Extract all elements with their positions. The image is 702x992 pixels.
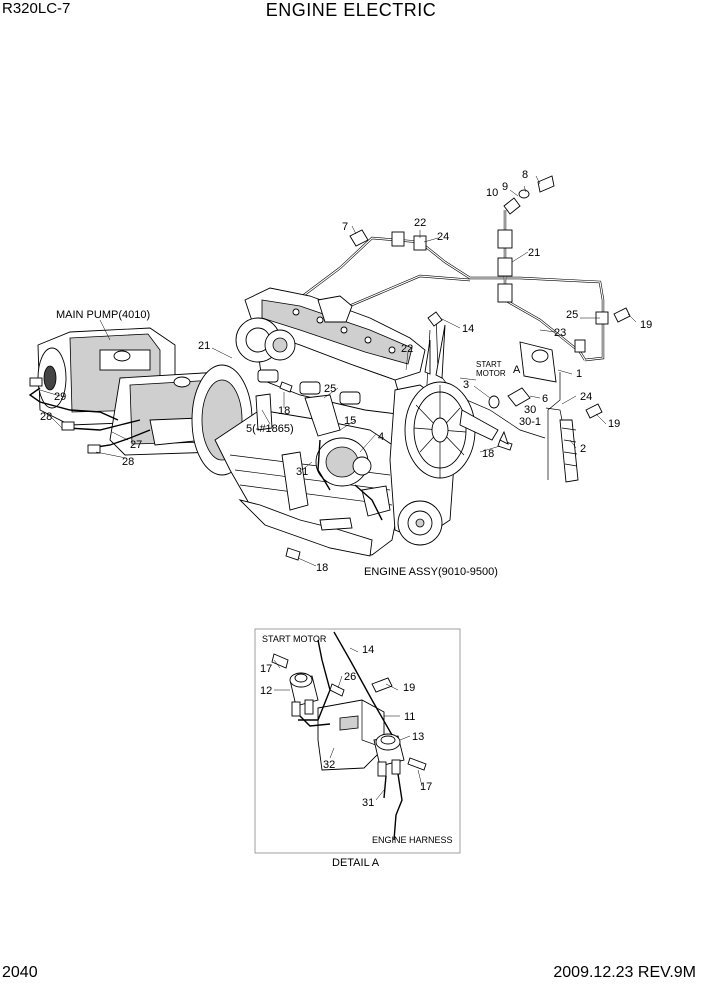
callout: 29 xyxy=(54,391,66,403)
callout: 22 xyxy=(401,343,413,355)
detail-callout: 19 xyxy=(403,682,415,694)
callout: 21 xyxy=(528,247,540,259)
engine-harness-label: ENGINE HARNESS xyxy=(372,835,453,845)
callout: 19 xyxy=(640,319,652,331)
callout: 18 xyxy=(482,448,494,460)
detail-a-caption: DETAIL A xyxy=(332,857,380,869)
detail-callout: 11 xyxy=(404,711,415,723)
callout: 27 xyxy=(130,439,142,451)
right-side-parts xyxy=(427,307,631,483)
callout: 21 xyxy=(198,340,210,352)
detail-callout: 26 xyxy=(344,671,356,683)
callout: 31 xyxy=(296,466,308,478)
callout: 14 xyxy=(462,323,474,335)
callout: 30-1 xyxy=(519,416,541,428)
detail-callout: 32 xyxy=(323,759,335,771)
callout: 18 xyxy=(316,562,328,574)
main-pump-label: MAIN PUMP(4010) xyxy=(56,309,150,321)
callout: 6 xyxy=(542,393,548,405)
detail-callout: 17 xyxy=(260,663,272,675)
callout: 5(-#1865) xyxy=(246,423,294,435)
engine-assembly xyxy=(191,287,513,561)
model-number: R320LC-7 xyxy=(2,0,71,17)
callout: 22 xyxy=(414,217,426,229)
detail-a-frame xyxy=(254,628,461,854)
callout: 8 xyxy=(522,169,528,181)
callout: 30 xyxy=(524,404,536,416)
callout: 25 xyxy=(324,383,336,395)
page-number: 2040 xyxy=(2,964,38,981)
revision-date: 2009.12.23 REV.9M xyxy=(553,964,696,981)
pipe-clips xyxy=(391,229,609,353)
callout: 10 xyxy=(486,187,498,199)
main-callouts: 1 2 3 4 5(-#1865) 6 7 8 9 10 14 15 18 18… xyxy=(40,169,652,574)
callout: 28 xyxy=(122,456,134,468)
page-title: ENGINE ELECTRIC xyxy=(265,0,437,20)
callout: 2 xyxy=(580,443,586,455)
main-leader-lines xyxy=(39,175,637,567)
callout: 28 xyxy=(40,411,52,423)
callout: 15 xyxy=(344,415,356,427)
detail-callout: 13 xyxy=(412,731,424,743)
detail-callout: 12 xyxy=(260,685,272,697)
callout: 3 xyxy=(463,379,469,391)
callout: 19 xyxy=(608,418,620,430)
main-captions: MAIN PUMP(4010) ENGINE ASSY(9010-9500) S… xyxy=(56,309,521,578)
detail-callout: 14 xyxy=(362,644,374,656)
detail-a: 11 12 13 14 17 17 19 26 31 32 START MOTO… xyxy=(254,628,461,869)
detail-a-marker: A xyxy=(513,364,521,376)
start-motor-label-line1: START xyxy=(476,360,502,369)
callout: 18 xyxy=(278,405,290,417)
callout: 23 xyxy=(554,327,566,339)
callout: 24 xyxy=(580,391,592,403)
temp-sensor-parts xyxy=(349,175,555,247)
start-motor-label-line2: MOTOR xyxy=(476,369,506,378)
start-motor-detail-label: START MOTOR xyxy=(262,634,327,644)
detail-callout: 31 xyxy=(362,797,374,809)
callout: 7 xyxy=(342,221,348,233)
callout: 9 xyxy=(502,181,508,193)
detail-callout: 17 xyxy=(420,781,432,793)
callout: 1 xyxy=(576,368,582,380)
callout: 24 xyxy=(437,231,449,243)
callout: 4 xyxy=(378,431,384,443)
callout: 25 xyxy=(566,309,578,321)
engine-assy-label: ENGINE ASSY(9010-9500) xyxy=(364,566,498,578)
